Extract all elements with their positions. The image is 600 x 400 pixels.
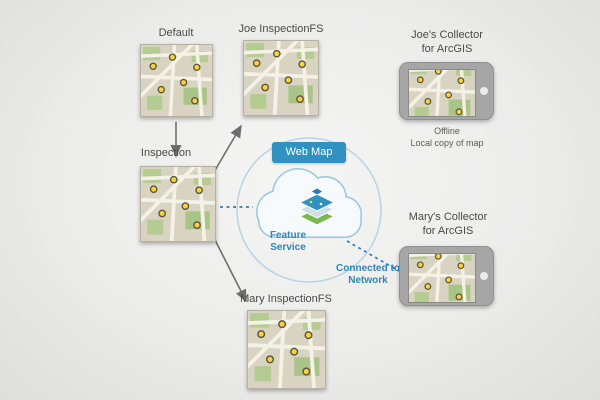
joe-collector-tablet: [399, 62, 494, 120]
map-icon: [141, 45, 212, 116]
map-icon: [409, 70, 475, 116]
map-icon: [409, 254, 475, 302]
home-button-icon: [480, 87, 488, 95]
joe-local-copy-status: Local copy of map: [410, 138, 484, 148]
map-thumbnail-default: [140, 44, 213, 117]
map-thumbnail-joe-inspectionfs: [243, 40, 319, 116]
inspection-label: Inspection: [140, 147, 192, 159]
mary-collector-tablet: [399, 246, 494, 306]
arrow-inspection-to-mary: [213, 237, 247, 303]
web-map-badge: Web Map: [272, 142, 346, 163]
cloud-halo-circle: [236, 137, 382, 283]
joe-offline-status: Offline: [434, 126, 460, 136]
mary-inspectionfs-label: Mary InspectionFS: [240, 293, 332, 305]
map-icon: [141, 167, 215, 241]
connected-to-network-label: Connected to Network: [336, 263, 400, 286]
mary-collector-title: Mary's Collector for ArcGIS: [408, 211, 488, 237]
feature-service-label: Feature Service: [269, 230, 307, 253]
home-button-icon: [480, 272, 488, 280]
tablet-screen: [408, 253, 476, 303]
map-icon: [248, 311, 325, 388]
map-thumbnail-mary-inspectionfs: [247, 310, 326, 389]
map-thumbnail-inspection: [140, 166, 216, 242]
tablet-screen: [408, 69, 476, 117]
default-map-label: Default: [158, 27, 194, 39]
arrow-inspection-to-joe: [213, 124, 242, 173]
map-icon: [244, 41, 318, 115]
joe-collector-title: Joe's Collector for ArcGIS: [411, 29, 483, 55]
joe-inspectionfs-label: Joe InspectionFS: [238, 23, 324, 35]
layers-icon: [298, 187, 336, 226]
